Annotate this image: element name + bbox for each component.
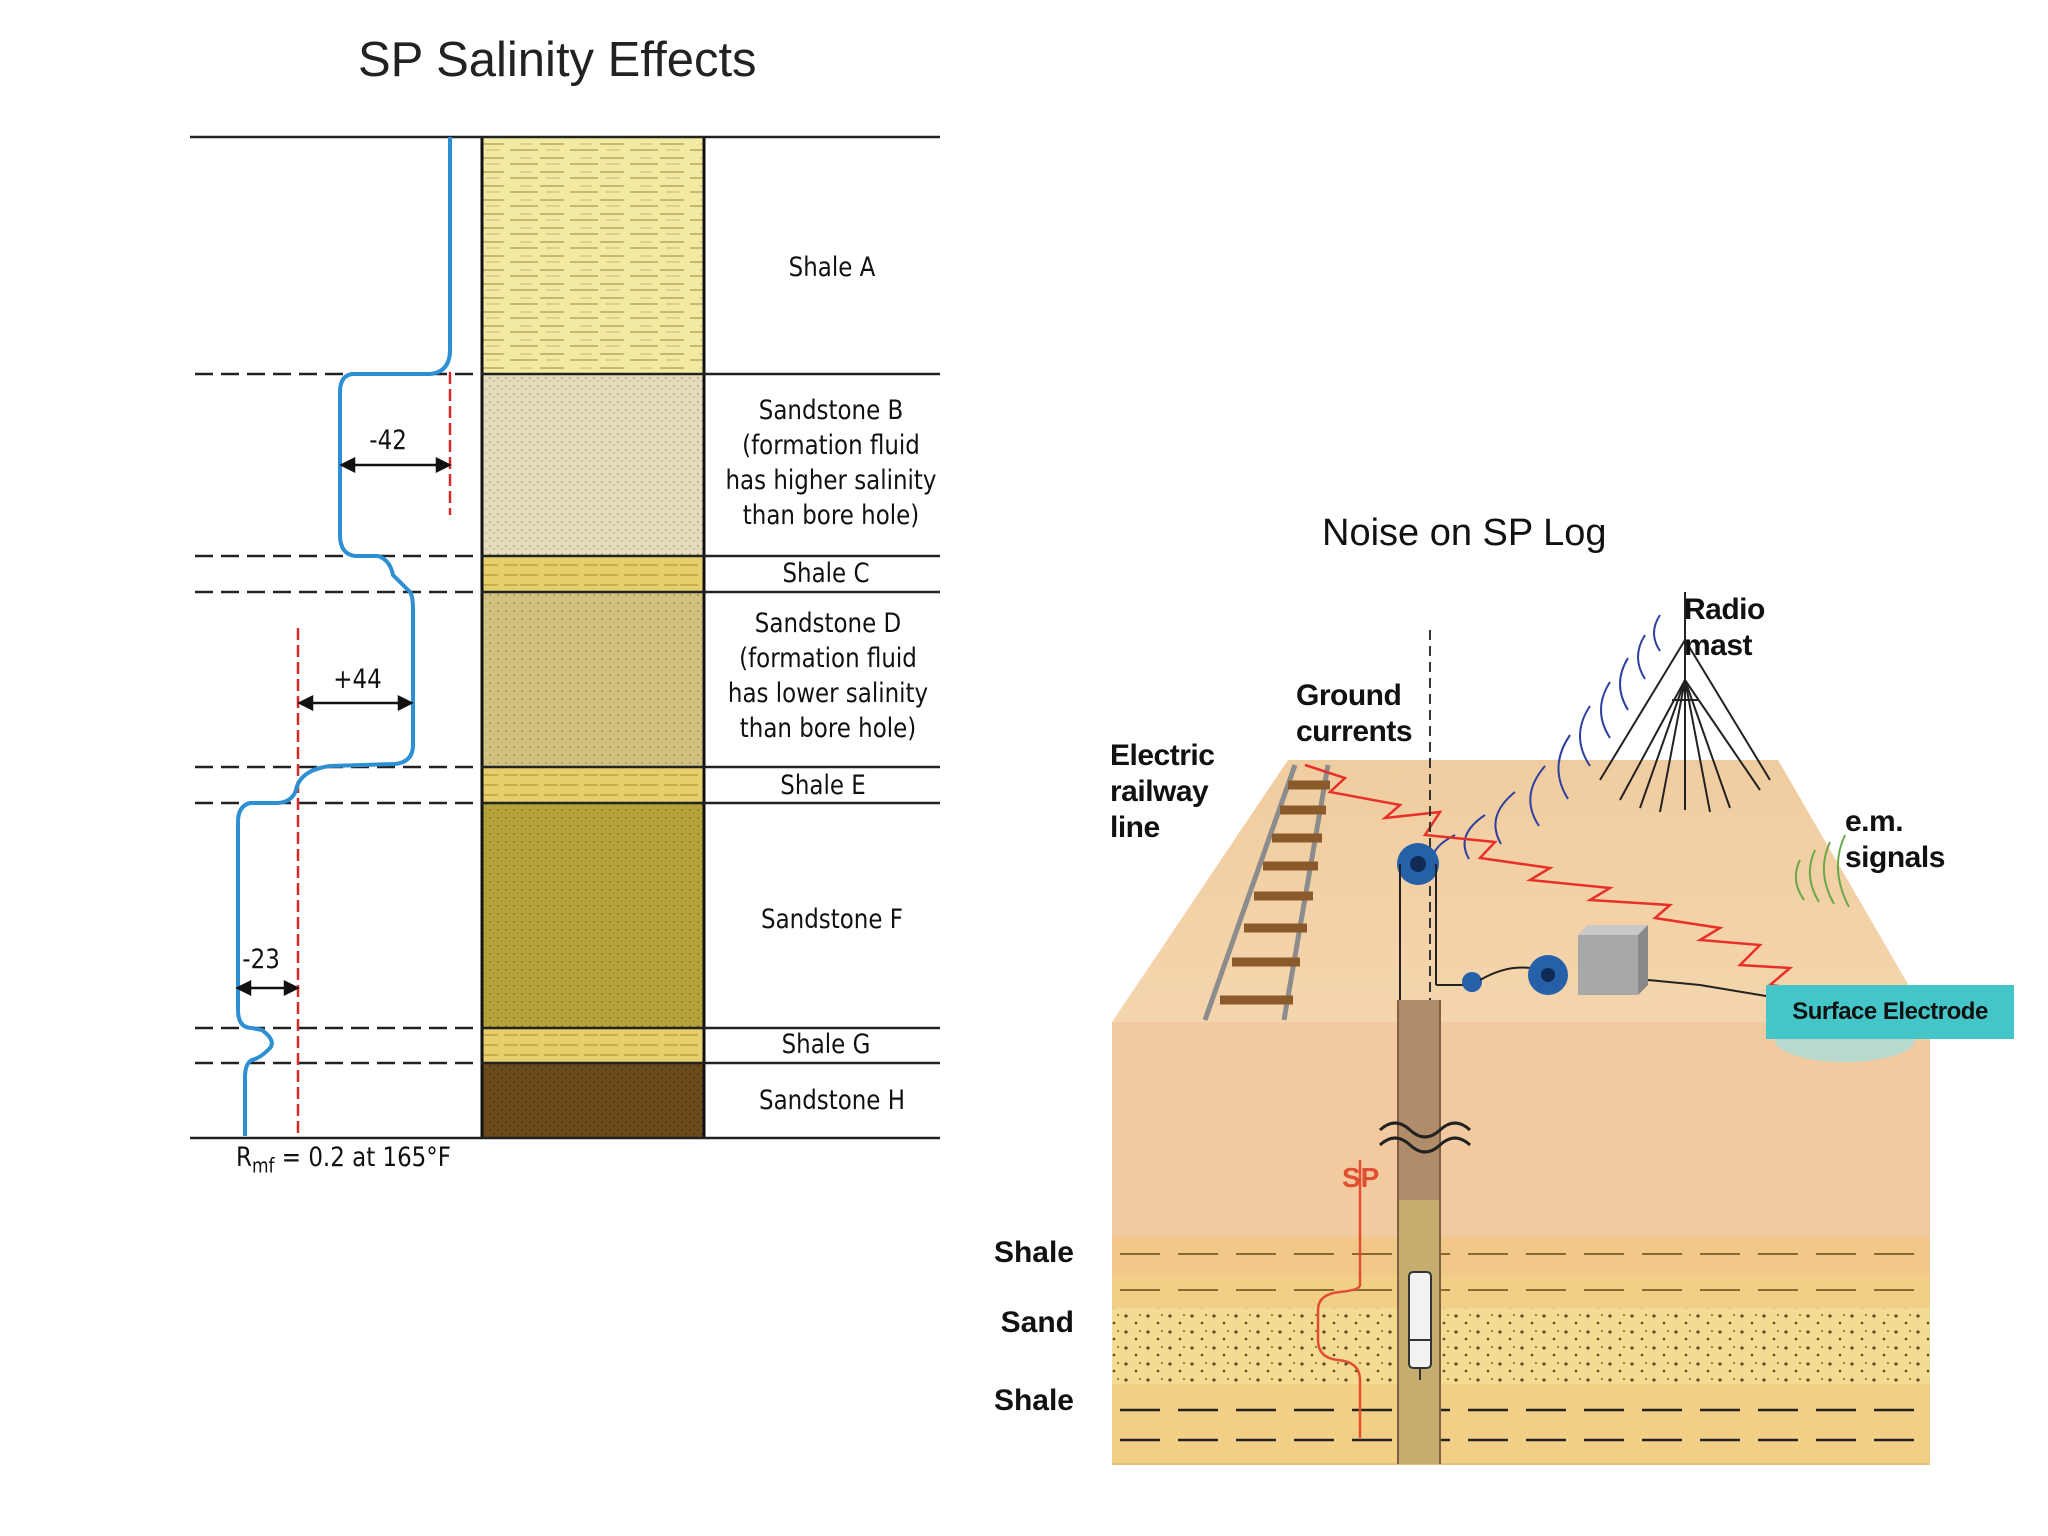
deflection-value: +44: [333, 664, 382, 695]
railway-track: [1202, 764, 1331, 1021]
layer-shale-g: [482, 1028, 704, 1063]
stratum-shale: [1112, 1274, 1930, 1308]
railway-label: Electric railway line: [1110, 739, 1215, 844]
stratum-label: Sand: [1000, 1306, 1074, 1339]
radio-mast-label: Radio mast: [1684, 593, 1765, 662]
layer-shale-e: [482, 767, 704, 803]
layer-label: Shale G: [781, 1029, 871, 1060]
ground-currents-label: Ground currents: [1296, 679, 1413, 748]
right-figure-title: Noise on SP Log: [1322, 512, 1607, 554]
radio-mast-structure: [1599, 592, 1771, 813]
shale-baseline: [296, 372, 452, 1136]
logging-unit: [1578, 935, 1638, 995]
layer-shale-c: [482, 556, 704, 592]
ground-surface: [1112, 760, 1930, 1022]
layer-label: Shale A: [788, 252, 876, 283]
ground-front-face: [1112, 1022, 1930, 1237]
sp-label: SP: [1342, 1162, 1380, 1193]
stratum-label: Shale: [993, 1384, 1074, 1417]
layer-sandstone-b: [482, 374, 704, 556]
logging-tool: [1408, 1271, 1432, 1369]
layer-sandstone-h: [482, 1063, 704, 1138]
layer-sandstone-f: [482, 803, 704, 1028]
sp-log-trace: [1316, 1160, 1362, 1438]
stratum-label: Shale: [993, 1236, 1074, 1269]
layer-label: Shale E: [780, 770, 866, 801]
layer-label: Shale C: [782, 558, 870, 589]
rmf-note: Rmf = 0.2 at 165°F: [236, 1142, 451, 1178]
stratum-sand: [1112, 1308, 1930, 1384]
deflection-value: -23: [242, 944, 280, 975]
layer-label: Sandstone F: [761, 904, 903, 935]
em-signals-label: e.m. signals: [1845, 805, 1945, 874]
em-waves: [1431, 614, 1661, 871]
layer-sandstone-d: [482, 592, 704, 767]
layer-label: Sandstone B (formation fluid has higher …: [725, 395, 937, 531]
layer-label: Sandstone H: [759, 1085, 905, 1116]
left-figure-title: SP Salinity Effects: [358, 33, 757, 87]
ground-current-line: [1304, 763, 1811, 992]
stratum-shale: [1112, 1384, 1930, 1464]
em-signals-waves: [1794, 834, 1850, 908]
sp-curve: [236, 137, 452, 1136]
deflection-value: -42: [369, 425, 407, 456]
layer-shale-a: [482, 137, 704, 374]
layer-label: Sandstone D (formation fluid has lower s…: [727, 608, 929, 744]
surface-electrode-label: Surface Electrode: [1766, 985, 2014, 1039]
